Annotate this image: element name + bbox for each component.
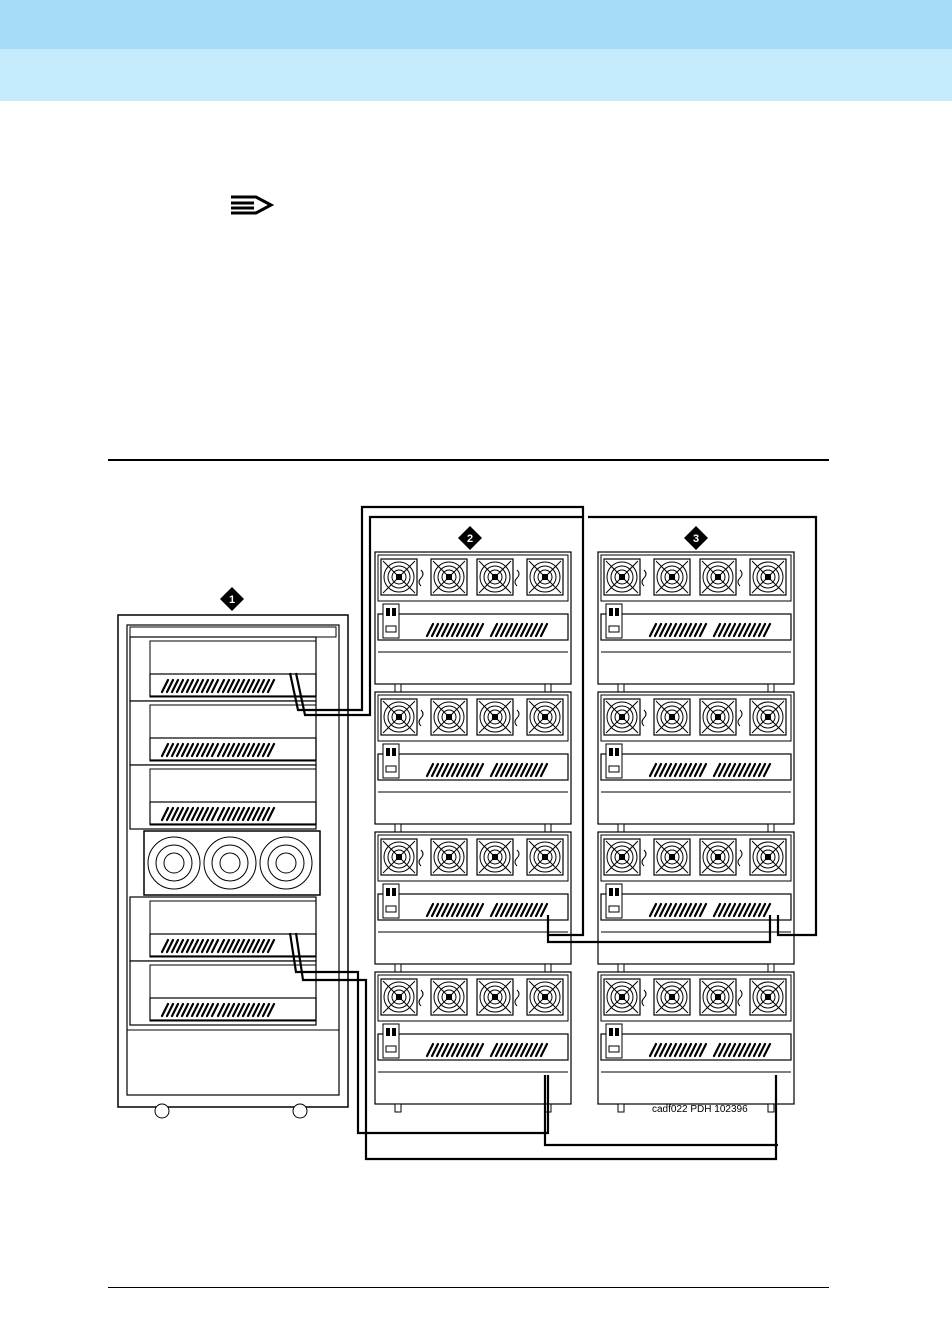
callout-1-label: 1 [229,594,235,606]
cabinet-2 [375,552,571,1112]
figure-id-label: cadf022 PDH 102396 [652,1104,748,1115]
note-icon [230,193,274,217]
header-band-top [0,0,952,49]
footer-rule [108,1287,829,1288]
header-band-bottom [0,49,952,101]
cabinet-3 [598,552,794,1112]
callout-3-label: 3 [693,533,699,545]
section-rule-top [108,459,829,461]
callout-2-label: 2 [467,533,473,545]
cabinet-1 [118,615,348,1118]
cabinet-cabling-figure: 1 2 3 [100,495,840,1175]
